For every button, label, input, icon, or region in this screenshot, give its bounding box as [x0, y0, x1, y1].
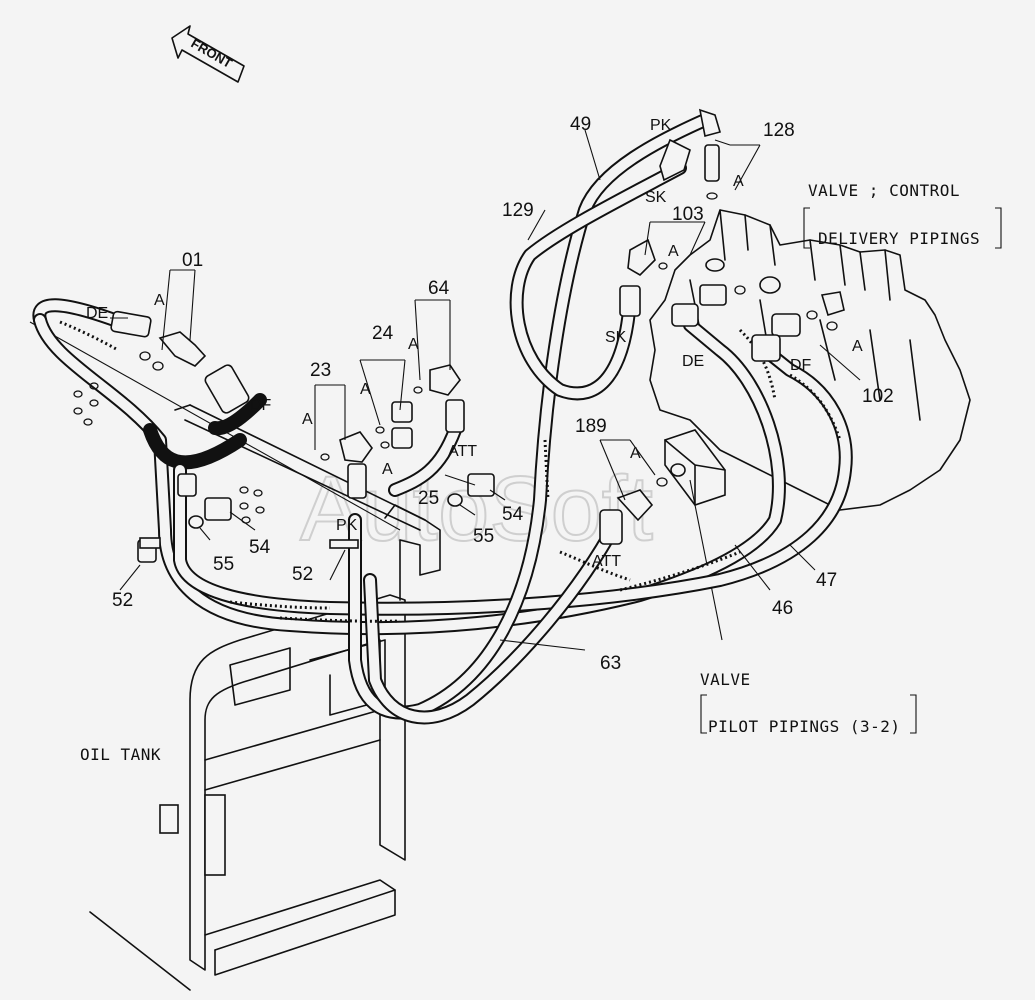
oil-tank — [89, 594, 406, 991]
callout-47: 47 — [816, 570, 837, 591]
callout-63: 63 — [600, 653, 621, 674]
code-a5: A — [382, 461, 393, 478]
callout-54-left: 54 — [249, 537, 271, 558]
callout-128: 128 — [763, 120, 795, 141]
note-control-valve-title: VALVE ; CONTROL — [808, 181, 960, 200]
callout-23: 23 — [310, 360, 331, 381]
callout-64: 64 — [428, 278, 450, 299]
tank-ports — [73, 382, 265, 524]
callout-01: 01 — [182, 250, 203, 271]
code-sk-mid: SK — [605, 329, 627, 346]
code-sk-top: SK — [645, 189, 667, 206]
code-a2: A — [302, 411, 313, 428]
pilot-valve-box — [664, 429, 726, 641]
callout-49: 49 — [570, 114, 591, 135]
note-control-valve-sub: DELIVERY PIPINGS — [818, 229, 980, 248]
callout-189: 189 — [575, 416, 607, 437]
callout-54-right: 54 — [502, 504, 524, 525]
control-valve-block — [649, 209, 971, 511]
code-a1: A — [154, 292, 165, 309]
callout-129: 129 — [502, 200, 534, 221]
callout-24: 24 — [372, 323, 394, 344]
front-label: FRONT — [189, 36, 235, 71]
callout-55-right: 55 — [473, 526, 494, 547]
code-att-low: ATT — [592, 553, 621, 570]
callout-52-right: 52 — [292, 564, 313, 585]
code-a9: A — [852, 338, 863, 355]
code-df-left: DF — [250, 397, 272, 414]
callout-52-left: 52 — [112, 590, 133, 611]
callout-102: 102 — [862, 386, 894, 407]
code-pk-top: PK — [650, 117, 672, 134]
hose-lines — [32, 113, 853, 725]
code-a8: A — [733, 173, 744, 190]
code-a7: A — [668, 243, 679, 260]
code-a3: A — [360, 381, 371, 398]
code-de-right: DE — [682, 353, 704, 370]
note-pilot-valve-title: VALVE — [700, 670, 751, 689]
front-arrow-icon: FRONT — [171, 25, 245, 83]
code-att-mid: ATT — [448, 443, 477, 460]
callout-46: 46 — [772, 598, 793, 619]
code-df-right: DF — [790, 357, 812, 374]
code-de-left: DE — [86, 305, 108, 322]
leader-lines — [110, 129, 1002, 734]
code-a4: A — [408, 336, 419, 353]
callout-55-left: 55 — [213, 554, 234, 575]
fittings — [110, 108, 845, 563]
code-a6: A — [630, 445, 641, 462]
callout-25: 25 — [418, 488, 439, 509]
code-pk-low: PK — [336, 517, 358, 534]
note-pilot-valve-sub: PILOT PIPINGS (3-2) — [708, 717, 901, 736]
note-oil-tank: OIL TANK — [80, 745, 161, 764]
callout-103: 103 — [672, 204, 704, 225]
